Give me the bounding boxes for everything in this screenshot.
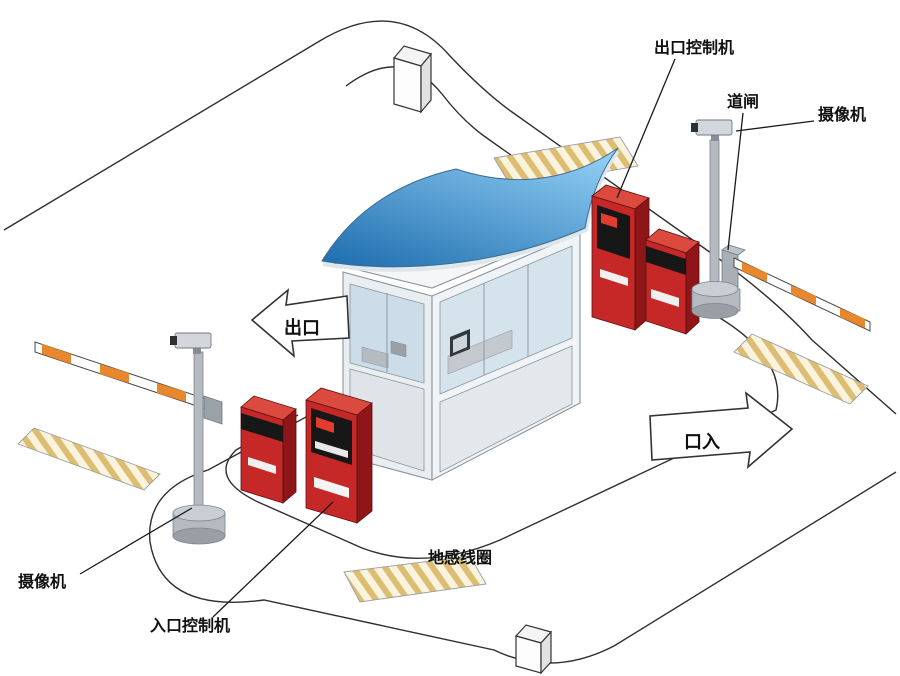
entrance-controller-machines — [240, 387, 373, 524]
leader-camera-bottom-left — [79, 507, 193, 575]
entrance-machine-tall — [305, 387, 373, 524]
label-entrance-controller: 入口控制机 — [150, 616, 230, 635]
booth-interior — [361, 329, 513, 375]
pole-base-left — [172, 504, 226, 545]
exit-machine-tall — [591, 184, 650, 331]
right-barrier-and-camera — [691, 119, 871, 332]
barrier-arm-right — [733, 257, 871, 332]
label-ground-loop: 地感线圈 — [428, 548, 492, 567]
leader-barrier-gate — [727, 112, 744, 251]
road-line-outer — [3, 20, 897, 415]
entrance-direction-arrow: 口入 — [649, 391, 794, 469]
canopy — [321, 147, 620, 272]
camera-pole-left — [193, 351, 204, 519]
label-barrier-gate: 道闸 — [727, 92, 759, 111]
booth-panel-right — [439, 345, 573, 473]
ground-loop-strip-left — [17, 427, 161, 491]
exit-direction-label: 出口 — [284, 317, 320, 339]
label-camera-top-right: 摄像机 — [818, 105, 866, 124]
exit-direction-arrow: 出口 — [250, 288, 350, 358]
leader-lines — [79, 58, 815, 618]
ground-loop-strip-right — [733, 333, 869, 405]
labels: 出口控制机 道闸 摄像机 摄像机 入口控制机 地感线圈 — [18, 38, 866, 635]
pillar-box-top — [392, 45, 433, 114]
ground-loop-strip-top — [493, 136, 639, 189]
ground-loop-strip-bottom — [343, 555, 487, 603]
label-camera-bottom-left: 摄像机 — [18, 572, 66, 591]
exit-machine-short — [645, 228, 700, 335]
leader-exit-controller — [616, 58, 676, 199]
entrance-direction-label: 口入 — [684, 432, 720, 453]
cctv-camera-right-icon — [691, 119, 733, 141]
canopy-rim — [322, 149, 620, 272]
camera-pole-right — [709, 139, 720, 293]
barrier-arm-left — [34, 341, 216, 413]
entrance-machine-short — [240, 395, 297, 504]
leader-camera-top-right — [735, 120, 815, 132]
exit-controller-machines — [591, 184, 700, 335]
cctv-camera-left-icon — [170, 332, 212, 354]
pole-base-right — [691, 281, 741, 319]
road-line-bottom — [148, 349, 897, 664]
barrier-pivot-left — [203, 395, 223, 425]
pillar-box-bottom — [514, 624, 553, 675]
label-exit-controller: 出口控制机 — [654, 38, 734, 57]
left-barrier-and-camera — [34, 332, 226, 545]
road-line-inner-corner — [345, 66, 649, 253]
canopy-surface — [321, 147, 619, 268]
leader-entrance-controller — [212, 501, 334, 618]
